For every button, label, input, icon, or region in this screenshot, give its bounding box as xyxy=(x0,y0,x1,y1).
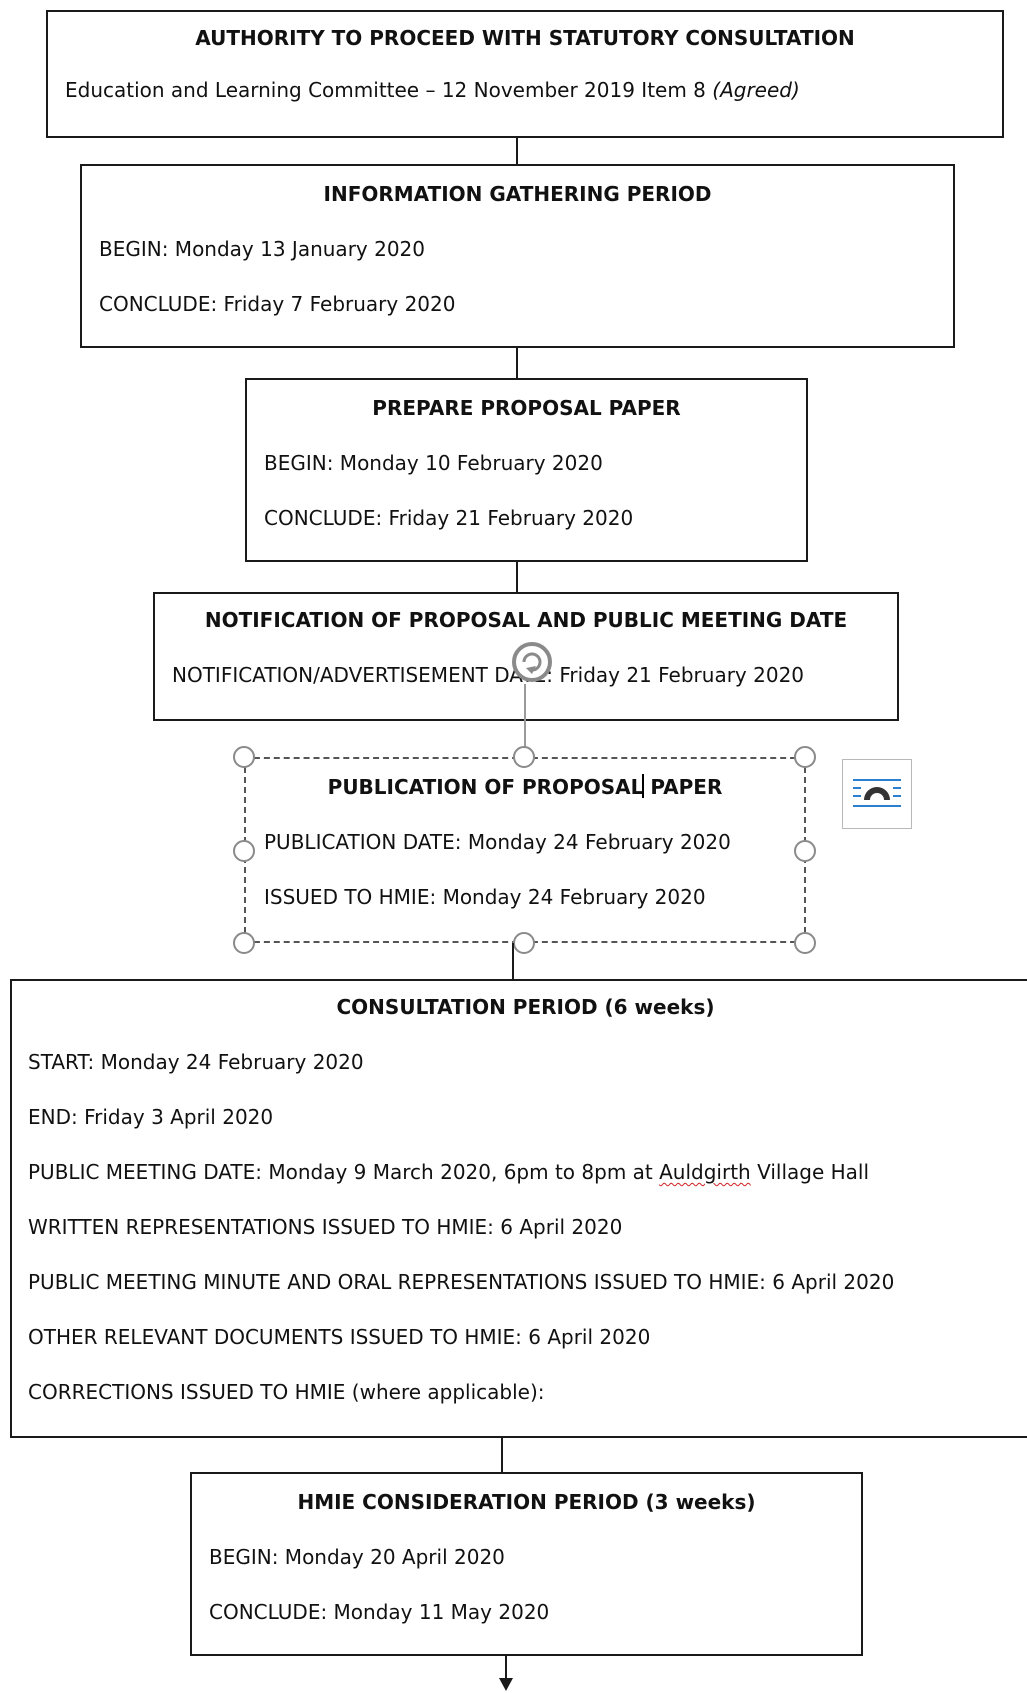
connector-6 xyxy=(501,1438,503,1472)
notification-box[interactable]: NOTIFICATION OF PROPOSAL AND PUBLIC MEET… xyxy=(153,592,899,721)
authority-line-text: Education and Learning Committee – 12 No… xyxy=(65,78,713,102)
layout-options-icon xyxy=(853,779,901,807)
resize-handle-bottom[interactable] xyxy=(513,932,535,954)
info-gathering-conclude: CONCLUDE: Friday 7 February 2020 xyxy=(99,292,456,316)
connector-2 xyxy=(516,348,518,378)
authority-line: Education and Learning Committee – 12 No… xyxy=(48,76,1002,104)
resize-handle-top-right[interactable] xyxy=(794,746,816,768)
consultation-title: CONSULTATION PERIOD (6 weeks) xyxy=(336,995,715,1019)
notification-date-line: NOTIFICATION/ADVERTISEMENT DATE: Friday … xyxy=(172,663,805,687)
publication-title-a: PUBLICATION OF PROPOSAL xyxy=(327,775,644,799)
publication-issued: ISSUED TO HMIE: Monday 24 February 2020 xyxy=(264,885,706,909)
hmie-consideration-box[interactable]: HMIE CONSIDERATION PERIOD (3 weeks) BEGI… xyxy=(190,1472,863,1656)
resize-handle-right[interactable] xyxy=(794,840,816,862)
hmie-consideration-conclude: CONCLUDE: Monday 11 May 2020 xyxy=(209,1600,550,1624)
rotate-icon[interactable] xyxy=(510,640,554,684)
publication-box[interactable]: PUBLICATION OF PROPOSAL PAPER PUBLICATIO… xyxy=(244,757,806,943)
prepare-proposal-begin: BEGIN: Monday 10 February 2020 xyxy=(264,451,603,475)
info-gathering-title: INFORMATION GATHERING PERIOD xyxy=(323,182,712,206)
prepare-proposal-conclude: CONCLUDE: Friday 21 February 2020 xyxy=(264,506,634,530)
consultation-public-meeting: PUBLIC MEETING DATE: Monday 9 March 2020… xyxy=(12,1158,1027,1186)
spelling-error-word[interactable]: Auldgirth xyxy=(659,1160,751,1184)
connector-7 xyxy=(505,1656,507,1682)
consultation-corrections: CORRECTIONS ISSUED TO HMIE (where applic… xyxy=(28,1380,545,1404)
consultation-other: OTHER RELEVANT DOCUMENTS ISSUED TO HMIE:… xyxy=(28,1325,651,1349)
arrow-down-icon xyxy=(499,1678,513,1691)
notification-title: NOTIFICATION OF PROPOSAL AND PUBLIC MEET… xyxy=(204,608,848,632)
publication-title-b: PAPER xyxy=(643,775,723,799)
consultation-end: END: Friday 3 April 2020 xyxy=(28,1105,274,1129)
resize-handle-left[interactable] xyxy=(233,840,255,862)
resize-handle-top-left[interactable] xyxy=(233,746,255,768)
public-meeting-venue: Village Hall xyxy=(750,1160,870,1184)
text-cursor xyxy=(642,774,645,798)
resize-handle-bottom-right[interactable] xyxy=(794,932,816,954)
resize-handle-bottom-left[interactable] xyxy=(233,932,255,954)
authority-box[interactable]: AUTHORITY TO PROCEED WITH STATUTORY CONS… xyxy=(46,10,1004,138)
info-gathering-box[interactable]: INFORMATION GATHERING PERIOD BEGIN: Mond… xyxy=(80,164,955,348)
consultation-start: START: Monday 24 February 2020 xyxy=(28,1050,364,1074)
hmie-consideration-begin: BEGIN: Monday 20 April 2020 xyxy=(209,1545,505,1569)
connector-3 xyxy=(516,562,518,592)
public-meeting-text: PUBLIC MEETING DATE: Monday 9 March 2020… xyxy=(28,1160,660,1184)
authority-title: AUTHORITY TO PROCEED WITH STATUTORY CONS… xyxy=(195,26,855,50)
resize-handle-top[interactable] xyxy=(513,746,535,768)
connector-1 xyxy=(516,138,518,164)
prepare-proposal-title: PREPARE PROPOSAL PAPER xyxy=(372,396,681,420)
authority-agreed: (Agreed) xyxy=(712,78,800,102)
consultation-box[interactable]: CONSULTATION PERIOD (6 weeks) START: Mon… xyxy=(10,979,1027,1438)
publication-title: PUBLICATION OF PROPOSAL PAPER xyxy=(246,773,804,801)
consultation-written: WRITTEN REPRESENTATIONS ISSUED TO HMIE: … xyxy=(28,1215,623,1239)
rotate-handle-stem xyxy=(524,684,526,756)
layout-options-button[interactable] xyxy=(842,759,912,829)
hmie-consideration-title: HMIE CONSIDERATION PERIOD (3 weeks) xyxy=(297,1490,756,1514)
prepare-proposal-box[interactable]: PREPARE PROPOSAL PAPER BEGIN: Monday 10 … xyxy=(245,378,808,562)
connector-5 xyxy=(512,943,514,979)
publication-date: PUBLICATION DATE: Monday 24 February 202… xyxy=(264,830,731,854)
info-gathering-begin: BEGIN: Monday 13 January 2020 xyxy=(99,237,426,261)
consultation-minute: PUBLIC MEETING MINUTE AND ORAL REPRESENT… xyxy=(28,1270,895,1294)
